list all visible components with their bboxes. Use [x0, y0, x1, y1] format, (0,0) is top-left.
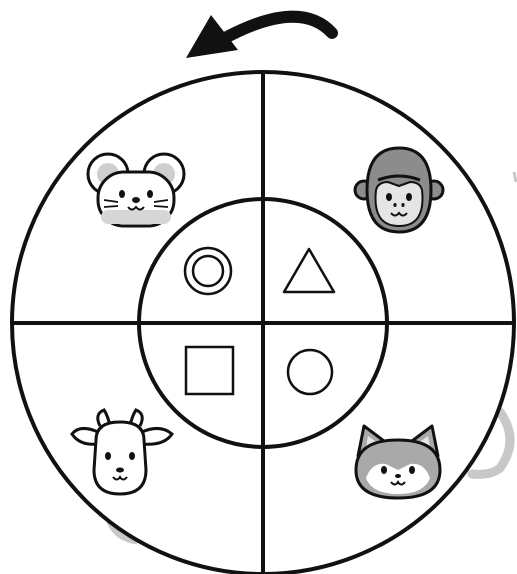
rotation-arrow-icon	[186, 15, 332, 58]
shadow-mark-top	[514, 172, 516, 182]
